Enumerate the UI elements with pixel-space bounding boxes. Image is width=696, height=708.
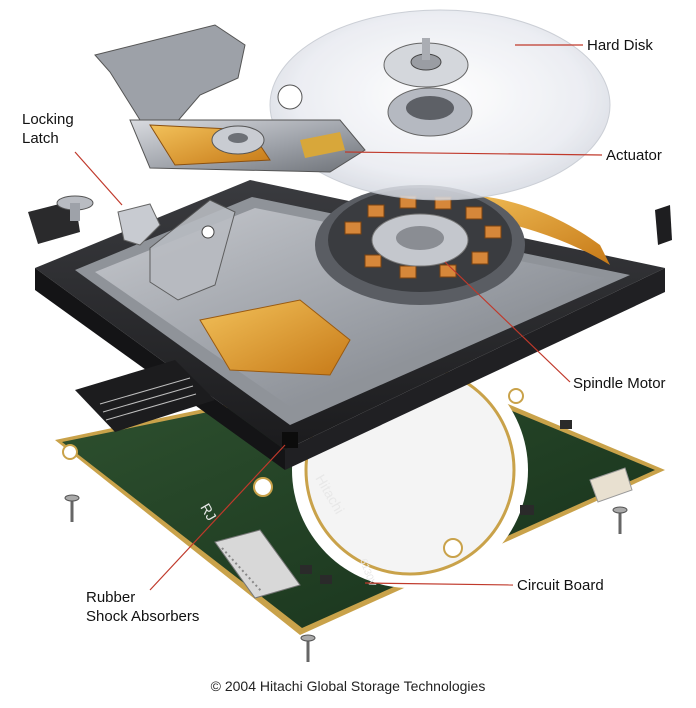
leader-rubber [149, 444, 286, 591]
locking-latch [28, 195, 672, 246]
rubber-absorber [282, 432, 298, 448]
screw-icon [612, 506, 628, 534]
copyright-notice: © 2004 Hitachi Global Storage Technologi… [210, 678, 486, 694]
label-locking-latch: Locking Latch [22, 110, 74, 148]
leader-actuator [344, 151, 603, 156]
label-rubber-line2: Shock Absorbers [86, 608, 200, 625]
leader-lines [74, 44, 603, 591]
label-spindle-motor-text: Spindle Motor [573, 375, 666, 392]
voice-coil-bracket [149, 199, 236, 301]
actuator-assembly [94, 24, 366, 173]
label-circuit-board: Circuit Board [517, 576, 604, 595]
label-actuator: Actuator [606, 146, 662, 165]
label-rubber-shock-absorbers: Rubber Shock Absorbers [86, 588, 199, 626]
spindle-motor [315, 185, 525, 305]
label-rubber-line1: Rubber [86, 589, 136, 606]
label-actuator-text: Actuator [606, 147, 662, 164]
leader-locking-latch [74, 151, 123, 206]
label-locking-latch-line2: Latch [22, 130, 59, 147]
board-connector [214, 529, 301, 599]
leader-spindle-motor [444, 261, 571, 383]
label-circuit-board-text: Circuit Board [517, 577, 604, 594]
board-text-marking: RJ [197, 501, 219, 524]
label-hard-disk-text: Hard Disk [587, 37, 653, 54]
label-hard-disk: Hard Disk [587, 36, 653, 55]
label-spindle-motor: Spindle Motor [573, 374, 666, 393]
leader-circuit-board [364, 582, 514, 586]
circuit-board: Hitachi 6130V RJ [55, 352, 665, 635]
screw-icon [300, 634, 316, 662]
pin-connector [99, 377, 197, 421]
screw-icon [64, 494, 80, 522]
label-locking-latch-line1: Locking [22, 111, 74, 128]
